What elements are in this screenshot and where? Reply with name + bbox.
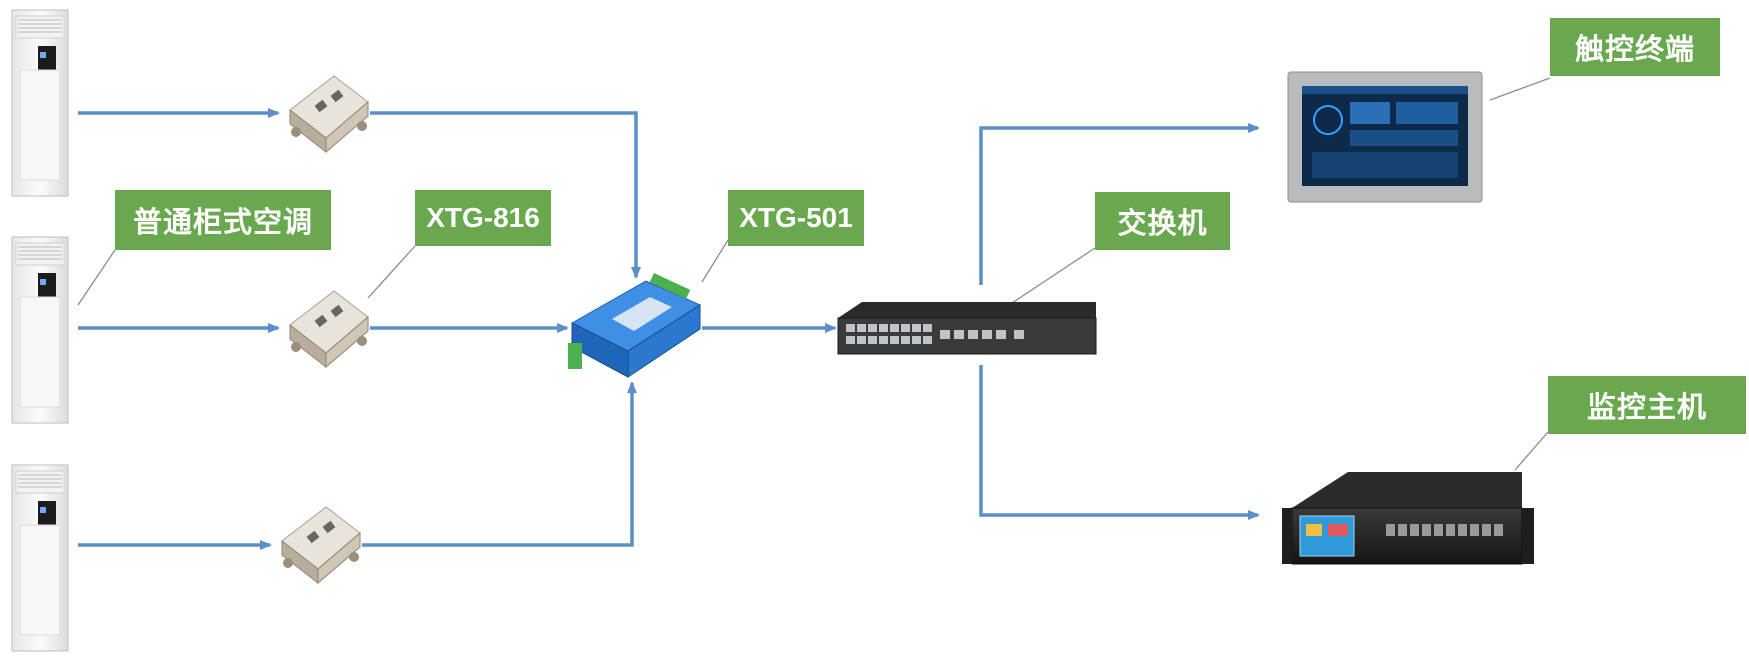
arrow-module3-to-converter <box>362 381 637 547</box>
xtg816-module-icon <box>281 506 361 585</box>
label-xtg816: XTG-816 <box>415 190 551 246</box>
arrow-switch-to-monitor-host <box>979 365 1260 520</box>
network-switch-icon <box>837 302 1097 355</box>
label-monitor-host: 监控主机 <box>1548 376 1746 434</box>
cabinet-air-conditioner-icon <box>11 9 69 197</box>
arrow-switch-to-touch-terminal <box>979 123 1260 285</box>
cabinet-air-conditioner-icon <box>11 236 69 424</box>
leader-lines <box>77 77 1551 471</box>
cabinet-air-conditioner-icon <box>11 464 69 652</box>
label-switch: 交换机 <box>1095 192 1230 250</box>
xtg816-module-icon <box>289 290 369 369</box>
xtg816-module-icon <box>289 75 369 154</box>
rack-host-icon <box>1282 472 1534 565</box>
connection-arrows <box>78 108 1260 550</box>
touch-panel-icon <box>1287 71 1483 203</box>
label-xtg501: XTG-501 <box>728 190 864 246</box>
arrow-module1-to-converter <box>370 111 641 279</box>
xtg501-converter-icon <box>568 273 702 378</box>
label-air-conditioner: 普通柜式空调 <box>115 190 331 250</box>
label-touch-terminal: 触控终端 <box>1550 18 1720 76</box>
